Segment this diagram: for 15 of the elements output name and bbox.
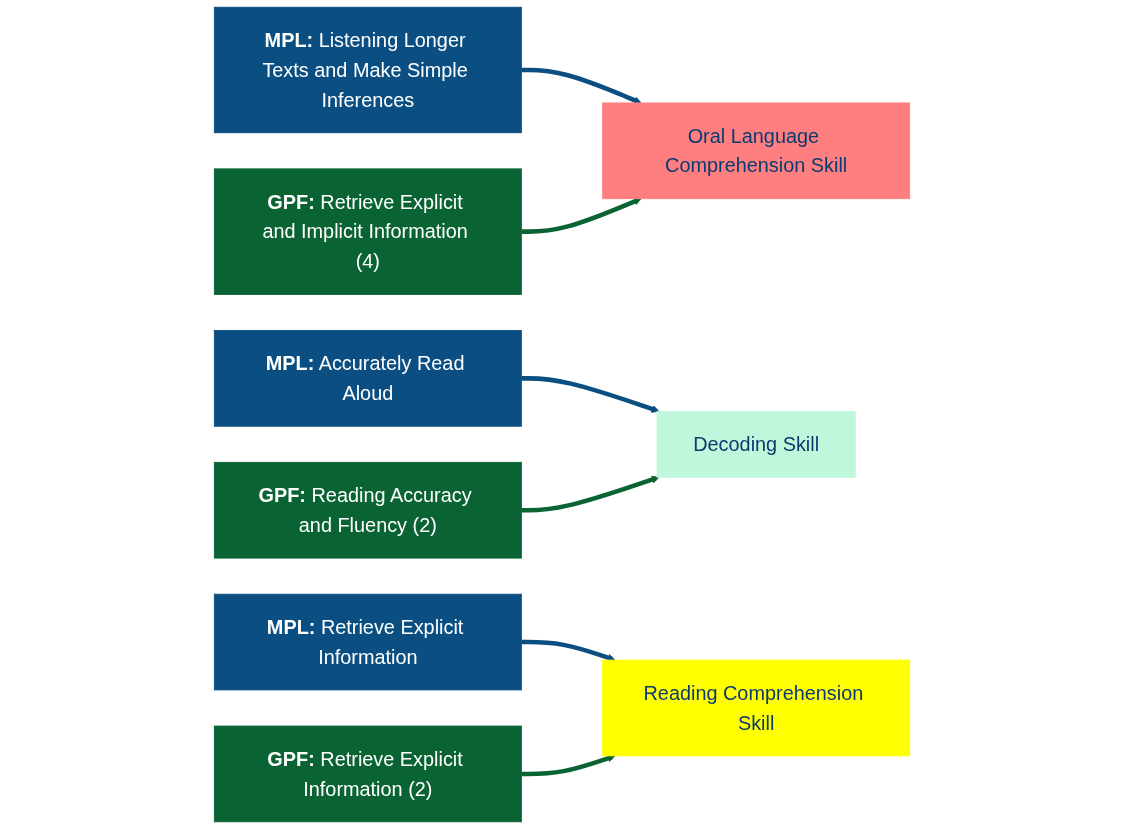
arrow [521, 754, 616, 777]
node-box: GPF: Retrieve Explicit Information (2) [213, 725, 522, 823]
arrow [521, 67, 642, 104]
node-box: Oral Language Comprehension Skill [602, 102, 911, 200]
arrow [521, 376, 660, 413]
node-box: Decoding Skill [656, 410, 856, 478]
node-box: GPF: Reading Accuracy and Fluency (2) [213, 461, 522, 559]
arrow [521, 639, 616, 662]
arrow [521, 197, 642, 234]
arrow [521, 475, 660, 513]
node-box: MPL: Retrieve Explicit Information [213, 593, 522, 691]
node-box: MPL: Accurately Read Aloud [213, 330, 522, 427]
node-box: GPF: Retrieve Explicit and Implicit Information (4) [213, 168, 522, 295]
node-box: MPL: Listening Longer Texts and Make Simple Inferences [213, 6, 522, 134]
node-box: Reading Comprehension Skill [602, 659, 911, 757]
